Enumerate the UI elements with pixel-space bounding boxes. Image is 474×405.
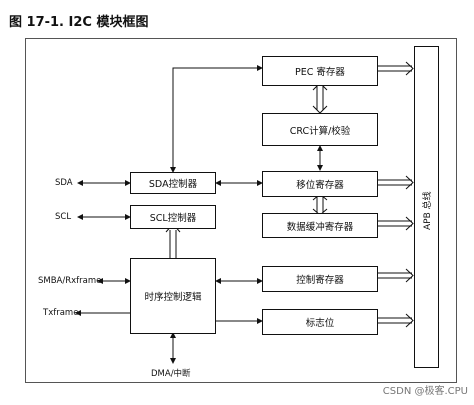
smba-signal-label: SMBA/Rxframe [38, 276, 102, 286]
sda-controller: SDA控制器 [130, 172, 216, 194]
txframe-signal-label: Txframe [43, 308, 79, 318]
diagram-frame [25, 38, 457, 383]
pec-register: PEC 寄存器 [262, 56, 378, 86]
apb-bus [414, 46, 439, 368]
scl-signal-label: SCL [55, 212, 72, 222]
control-register: 控制寄存器 [262, 266, 378, 292]
watermark: CSDN @极客.CPU [382, 386, 468, 397]
flag-register: 标志位 [262, 309, 378, 335]
sda-signal-label: SDA [55, 178, 73, 188]
data-buffer-register: 数据缓冲寄存器 [262, 213, 378, 238]
figure-title: 图 17-1. I2C 模块框图 [9, 15, 149, 30]
timing-control-logic: 时序控制逻辑 [130, 258, 216, 334]
scl-controller: SCL控制器 [130, 205, 216, 229]
crc-unit: CRC计算/校验 [262, 113, 378, 146]
shift-register: 移位寄存器 [262, 171, 378, 197]
dma-interrupt-label: DMA/中断 [151, 369, 191, 379]
apb-bus-label: APB 总线 [423, 191, 433, 230]
